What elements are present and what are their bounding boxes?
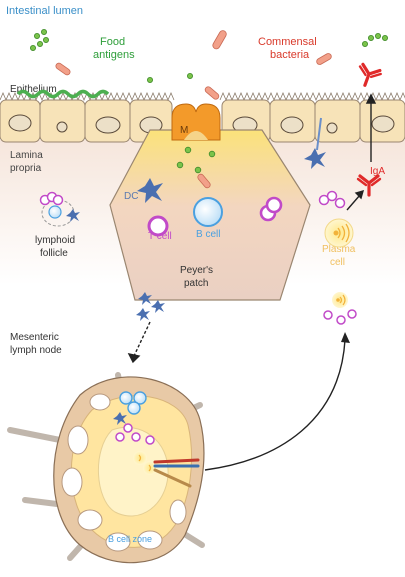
label-lymphoid-1: lymphoid (35, 235, 75, 246)
arrow-to-lamina (204, 332, 350, 471)
t-cells-migrating (323, 309, 357, 325)
label-food-antigens-1: Food (100, 36, 125, 48)
label-plasma-1: Plasma (322, 244, 356, 255)
label-b-cell: B cell (196, 229, 220, 240)
mesenteric-lymph-node: B cell zone (7, 372, 205, 564)
label-dc: DC (124, 191, 138, 202)
commensal-bacteria (55, 30, 332, 189)
label-t-cell: T cell (148, 231, 172, 242)
label-commensal-2: bacteria (270, 49, 310, 61)
m-cell-label: M (180, 125, 188, 136)
t-cell (147, 215, 169, 237)
m-cell: M (171, 103, 221, 141)
t-cells-lamina (318, 190, 346, 209)
label-commensal-1: Commensal (258, 36, 317, 48)
arrow-to-lymph-node (127, 321, 151, 364)
iga-transcytosis-arrows (346, 93, 377, 211)
label-peyers-2: patch (184, 278, 208, 289)
label-epithelium: Epithelium (10, 84, 57, 95)
label-peyers-1: Peyer's (180, 265, 213, 276)
patch-antigen-particles (176, 146, 216, 174)
dendritic-cell-large (137, 178, 163, 203)
label-lamina-2: propria (10, 163, 42, 174)
plasma-cell (324, 218, 354, 248)
t-cells-right (259, 196, 283, 222)
label-lymphoid-2: follicle (40, 248, 68, 259)
label-intestinal-lumen: Intestinal lumen (6, 5, 83, 17)
epithelium-antigen-chain (16, 89, 110, 99)
plasma-cell-small (332, 292, 348, 308)
label-plasma-2: cell (330, 257, 345, 268)
label-iga: IgA (370, 166, 385, 177)
label-lamina-1: Lamina (10, 150, 43, 161)
lymphoid-follicle (39, 191, 80, 227)
label-food-antigens-2: antigens (93, 49, 135, 61)
food-antigen-particles (29, 28, 388, 84)
epithelium-layer (0, 91, 405, 143)
label-mesenteric-1: Mesenteric (10, 332, 59, 343)
dendritic-cell-epithelium (304, 117, 326, 169)
b-cell (193, 197, 223, 227)
lumen-background (0, 0, 405, 100)
label-mesenteric-2: lymph node (10, 345, 62, 356)
label-b-cell-zone: B cell zone (108, 534, 152, 544)
